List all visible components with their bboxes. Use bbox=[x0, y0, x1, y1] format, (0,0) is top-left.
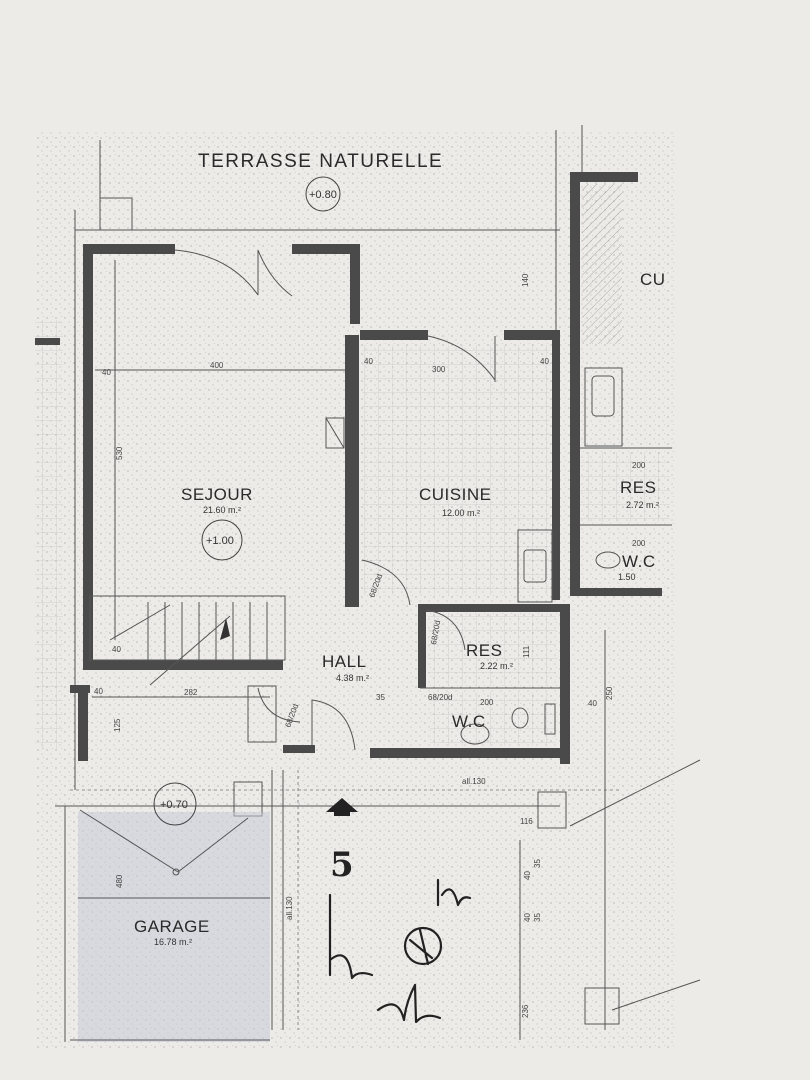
neighbor-stairs bbox=[582, 184, 622, 344]
facade-pillar-right bbox=[537, 791, 567, 829]
terrace-height: 140 bbox=[521, 273, 530, 287]
entrance-dim-c: 40 bbox=[523, 913, 532, 922]
terrasse-label: TERRASSE NATURELLE bbox=[198, 151, 443, 172]
cuisine-width: 300 bbox=[432, 365, 446, 374]
sejour-level: +1.00 bbox=[206, 535, 234, 547]
cuisine-left-dim: 40 bbox=[364, 357, 373, 366]
res-door-swing[interactable] bbox=[425, 609, 466, 651]
wc-tank bbox=[544, 703, 556, 735]
sejour-door-swing[interactable] bbox=[174, 249, 259, 296]
wc-bowl bbox=[460, 723, 490, 745]
stair-dim: 40 bbox=[112, 645, 121, 654]
hall-left-dim: 282 bbox=[184, 688, 198, 697]
hall-door-2[interactable] bbox=[257, 687, 301, 723]
terrace-pillar bbox=[99, 197, 133, 231]
kitchen-sink bbox=[523, 549, 547, 583]
wc-right: 200 bbox=[480, 698, 494, 707]
bottom-dim: all.130 bbox=[462, 777, 486, 786]
garage-level-marker bbox=[153, 782, 197, 826]
duct-shaft bbox=[325, 417, 345, 449]
hall-depth: 125 bbox=[113, 718, 122, 732]
neighbor-res-label: RES bbox=[620, 478, 656, 497]
hall-closet bbox=[247, 685, 277, 743]
neighbor-wc-bowl bbox=[595, 551, 621, 569]
right-side-start: 40 bbox=[588, 699, 597, 708]
terrasse-level: +0.80 bbox=[309, 189, 337, 201]
cuisine-label: CUISINE bbox=[419, 485, 491, 504]
res-wc-walls bbox=[70, 604, 570, 764]
handwritten-marks bbox=[328, 878, 472, 1024]
garage-level: +0.70 bbox=[160, 799, 188, 811]
res-door-dim: 68/20d bbox=[429, 620, 442, 646]
cuisine-area: 12.00 m.² bbox=[442, 508, 480, 518]
neighbor-wc-top-dim: 200 bbox=[632, 539, 646, 548]
garage-area: 16.78 m.² bbox=[154, 937, 192, 947]
wc-width: 68/20d bbox=[428, 693, 452, 702]
hall-res-dim: 35 bbox=[376, 693, 385, 702]
entrance-dim-a: 40 bbox=[523, 871, 532, 880]
terrasse-level-marker bbox=[305, 176, 341, 212]
hall-area: 4.38 m.² bbox=[336, 673, 369, 683]
cuisine-door-swing[interactable] bbox=[427, 335, 496, 381]
sejour-level-marker bbox=[201, 519, 243, 561]
neighbor-sink-basin bbox=[591, 375, 615, 417]
neighbor-wc-label: W.C bbox=[622, 552, 656, 571]
garage-label: GARAGE bbox=[134, 917, 210, 936]
entry-arrow-icon bbox=[326, 798, 358, 812]
res-floor bbox=[428, 614, 556, 686]
cuisine-walls bbox=[360, 330, 568, 612]
neighbor-res-floor bbox=[580, 452, 670, 522]
right-diagonal-2 bbox=[611, 979, 701, 1011]
wc-floor bbox=[430, 692, 556, 746]
sejour-width: 400 bbox=[210, 361, 224, 370]
sejour-walls bbox=[83, 244, 360, 670]
res-area: 2.22 m.² bbox=[480, 661, 513, 671]
hall-entrance-door[interactable] bbox=[311, 699, 356, 751]
neighbor-res-area: 2.72 m.² bbox=[626, 500, 659, 510]
sejour-door-swing-2[interactable] bbox=[257, 249, 293, 297]
duct-cross bbox=[325, 417, 345, 449]
sejour-depth: 530 bbox=[115, 446, 124, 460]
staircase bbox=[89, 595, 286, 686]
neighbor-res-top-dim: 200 bbox=[632, 461, 646, 470]
unit-number: 5 bbox=[330, 845, 354, 885]
neighbor-wc-area: 1.50 bbox=[618, 572, 636, 582]
right-bottom-dim: 236 bbox=[521, 1004, 530, 1018]
entrance-height: all.130 bbox=[285, 896, 294, 920]
res-width: 111 bbox=[522, 645, 531, 658]
neighbor-wall-bottom bbox=[570, 588, 662, 596]
garage-diag bbox=[79, 809, 179, 873]
neighbor-sink bbox=[584, 367, 623, 447]
entrance-dim-b: 35 bbox=[533, 859, 542, 868]
cuisine-right-dim: 40 bbox=[540, 357, 549, 366]
neighbor-wall-left bbox=[570, 172, 580, 592]
garage-floor bbox=[78, 812, 270, 1042]
right-top-dim: 116 bbox=[520, 817, 533, 826]
garage-diag-2 bbox=[177, 817, 249, 873]
left-neighbor bbox=[35, 320, 63, 750]
left-neighbor-wall bbox=[35, 338, 60, 345]
hall-left-start: 40 bbox=[94, 687, 103, 696]
garage-light bbox=[172, 868, 180, 876]
neighbor-partial-label: CU bbox=[640, 270, 666, 289]
hall-label: HALL bbox=[322, 652, 367, 671]
cuisine-floor bbox=[362, 345, 550, 595]
right-side-dim: 250 bbox=[605, 686, 614, 700]
sejour-area: 21.60 m.² bbox=[203, 505, 241, 515]
entry-arrow-stem bbox=[334, 810, 350, 816]
wc-label: W.C bbox=[452, 712, 486, 731]
kitchen-counter bbox=[517, 529, 553, 603]
res-label: RES bbox=[466, 641, 502, 660]
right-diagonal bbox=[569, 759, 701, 827]
neighbor-wall-top bbox=[570, 172, 638, 182]
sejour-width-start: 40 bbox=[102, 368, 111, 377]
wc-sink bbox=[511, 707, 529, 729]
right-pillar-bottom bbox=[584, 987, 620, 1025]
hall-door-swing[interactable] bbox=[361, 559, 411, 606]
garage-depth: 480 bbox=[115, 874, 124, 888]
sejour-label: SEJOUR bbox=[181, 485, 253, 504]
entrance-dim-d: 35 bbox=[533, 913, 542, 922]
